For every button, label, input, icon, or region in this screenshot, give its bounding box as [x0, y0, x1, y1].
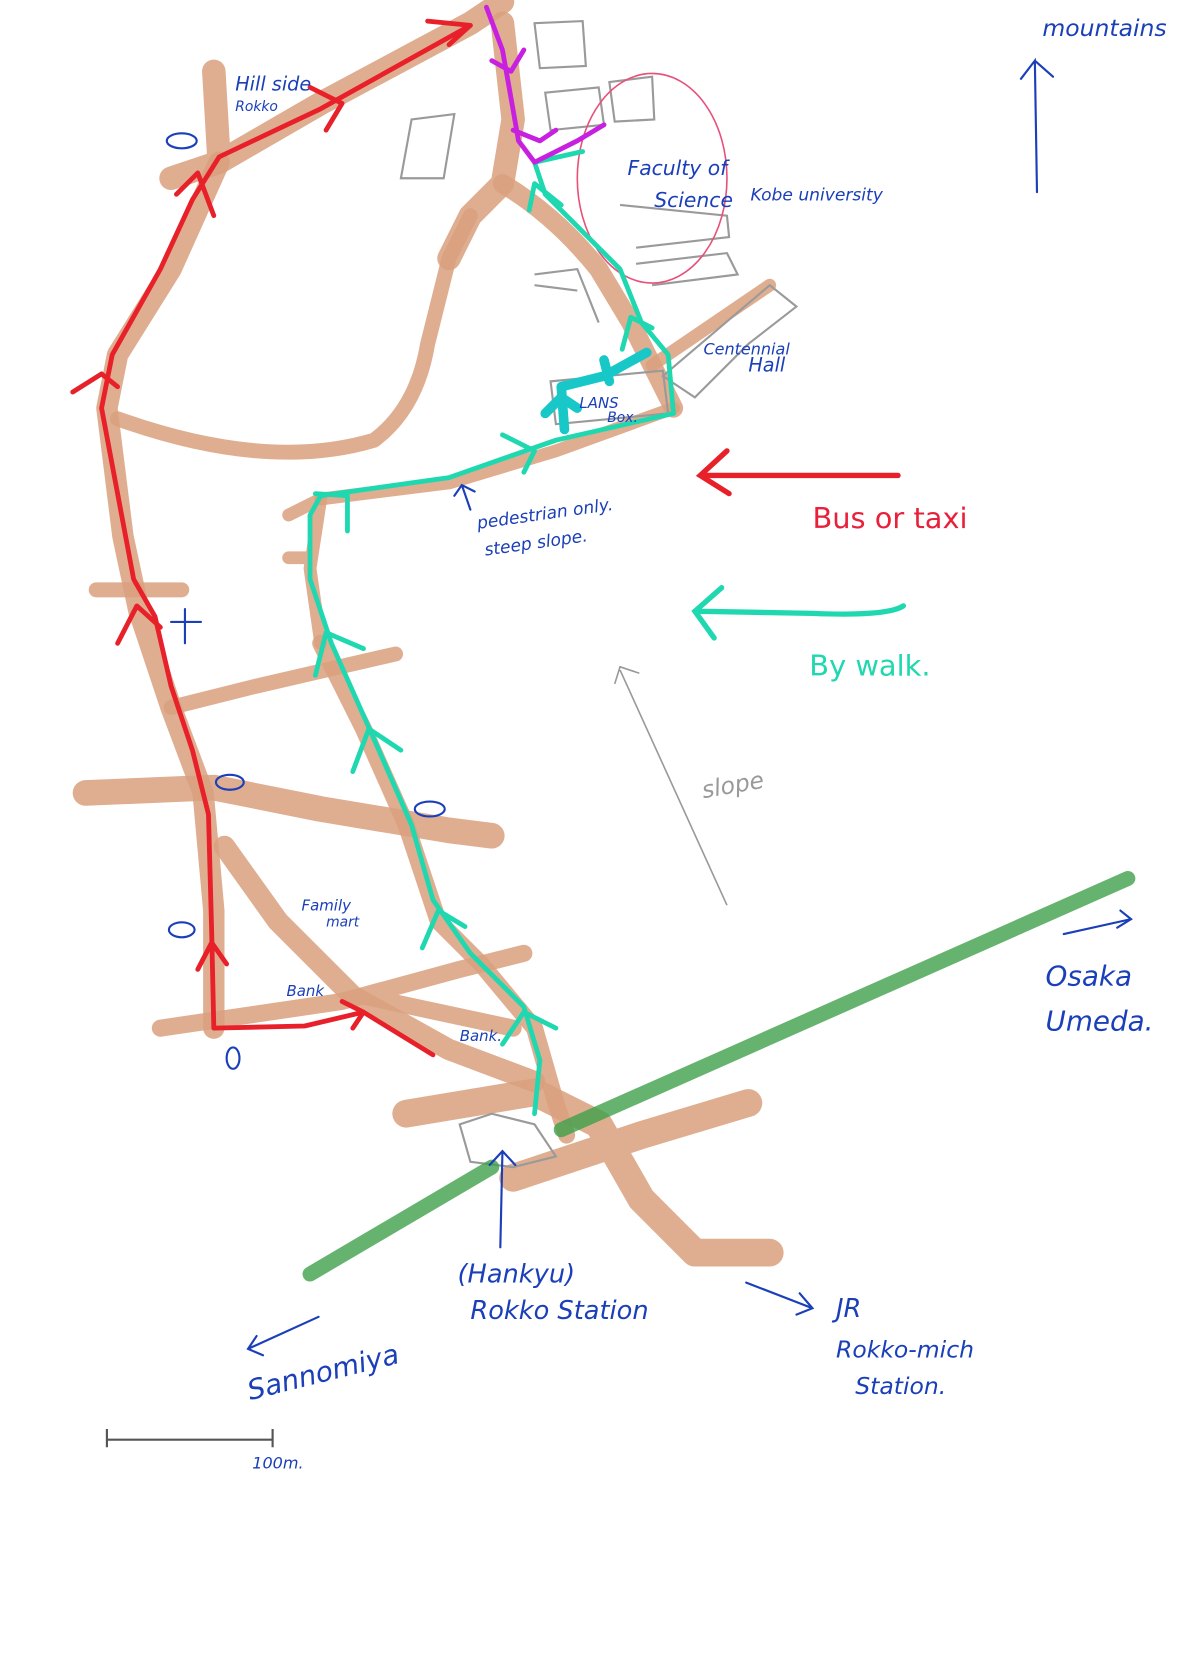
label-bank-1: Bank [287, 982, 326, 1000]
sannomiya-arrow-icon [246, 1315, 320, 1357]
label-slope: slope [700, 766, 766, 804]
legend: Bus or taxi By walk. [691, 448, 968, 682]
legend-bus-label: Bus or taxi [812, 501, 967, 535]
label-sannomiya: Sannomiya [244, 1337, 403, 1407]
hankyu-arrow-icon [488, 1149, 517, 1249]
label-kobe-university: Kobe university [750, 186, 883, 206]
label-rokko-station: Rokko Station [470, 1296, 648, 1326]
bus-stop-icons [165, 132, 446, 1070]
label-science: Science [654, 188, 733, 212]
label-jr: JR [831, 1294, 861, 1324]
label-centennial: Centennial [703, 340, 790, 359]
label-bank-2: Bank. [460, 1027, 502, 1045]
legend-bus-arrow [695, 448, 901, 497]
campus-route [484, 4, 607, 165]
osaka-arrow-icon [1062, 909, 1133, 936]
label-faculty: Faculty of [628, 156, 731, 180]
label-pedestrian: pedestrian only. [475, 495, 615, 534]
campus-buildings [399, 19, 799, 1169]
scale-bar [105, 1429, 274, 1448]
label-box: Box. [607, 410, 638, 426]
faculty-circle [576, 72, 728, 284]
label-family: Family [301, 897, 352, 915]
label-rokko-michi: Rokko-mich [836, 1335, 974, 1363]
label-jr-station: Station. [855, 1372, 946, 1400]
label-osaka: Osaka [1046, 959, 1132, 992]
north-arrow-icon [1019, 57, 1055, 194]
label-lans: LANS [579, 394, 619, 412]
label-umeda: Umeda. [1046, 1004, 1154, 1037]
walk-route-lans [540, 347, 652, 435]
label-steep-slope: steep slope. [483, 526, 589, 560]
pedestrian-arrow-icon [453, 483, 476, 511]
label-mountains: mountains [1042, 14, 1166, 42]
church-cross-icon [169, 608, 203, 645]
walk-route-arrows [312, 181, 655, 1047]
bus-route-arrows [70, 18, 473, 1031]
legend-walk-label: By walk. [809, 648, 930, 682]
legend-walk-arrow [691, 585, 907, 641]
label-hillside: Hill side [235, 73, 311, 96]
label-scale: 100m. [252, 1454, 303, 1473]
bus-route [99, 22, 473, 1058]
slope-arrow-icon [613, 665, 728, 906]
label-rokko: Rokko [235, 99, 278, 115]
label-hankyu: (Hankyu) [458, 1260, 576, 1290]
label-mart: mart [326, 915, 360, 931]
label-hall: Hall [748, 354, 786, 377]
jr-arrow-icon [745, 1281, 815, 1316]
railway-line [302, 871, 1136, 1282]
